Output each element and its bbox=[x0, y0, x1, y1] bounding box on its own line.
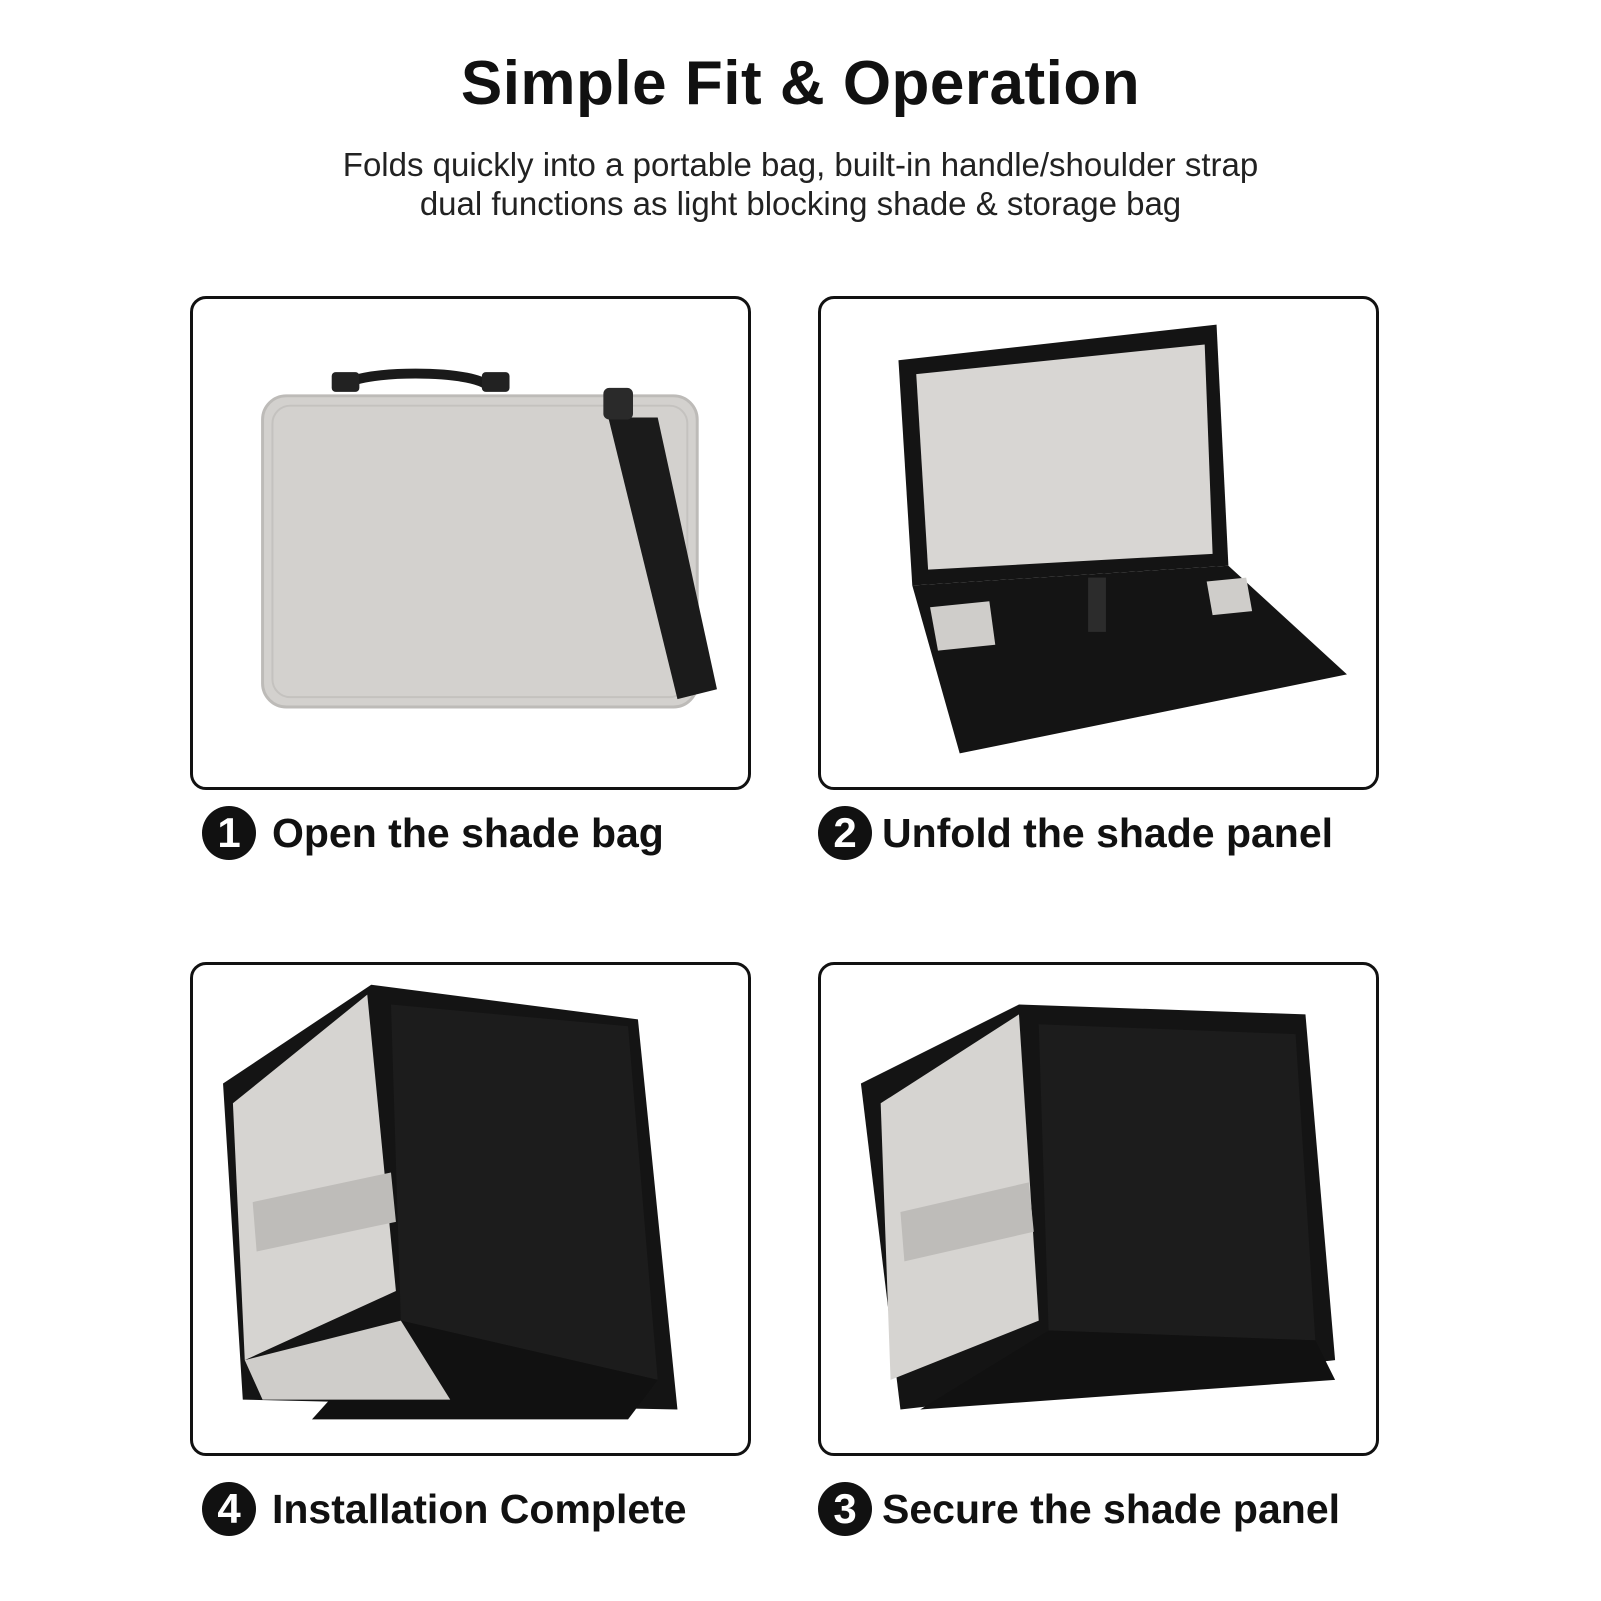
step-1-image-panel bbox=[190, 296, 751, 790]
page-title: Simple Fit & Operation bbox=[460, 49, 1141, 118]
subtitle-line-1: Folds quickly into a portable bag, built… bbox=[342, 146, 1259, 183]
step-2-image-panel bbox=[818, 296, 1379, 790]
step-1-number-badge: 1 bbox=[202, 806, 256, 860]
step-1-label: Open the shade bag bbox=[272, 809, 664, 856]
step-4-caption: 4 Installation Complete bbox=[202, 1482, 687, 1536]
installed-shade-illustration bbox=[223, 984, 678, 1420]
step-2-caption: 2 Unfold the shade panel bbox=[818, 806, 1333, 860]
unfolded-bag-illustration bbox=[898, 324, 1347, 754]
step-3-image-panel bbox=[818, 962, 1379, 1456]
step-2-number-badge: 2 bbox=[818, 806, 872, 860]
secure-shade-illustration bbox=[860, 1004, 1336, 1410]
step-2-label: Unfold the shade panel bbox=[882, 809, 1334, 856]
step-3-caption: 3 Secure the shade panel bbox=[818, 1482, 1340, 1536]
step-1-caption: 1 Open the shade bag bbox=[202, 806, 664, 860]
step-4-image-panel bbox=[190, 962, 751, 1456]
step-3-label: Secure the shade panel bbox=[882, 1485, 1341, 1532]
subtitle-line-2: dual functions as light blocking shade &… bbox=[419, 185, 1182, 222]
step-4-label: Installation Complete bbox=[272, 1485, 687, 1532]
step-3-number-badge: 3 bbox=[818, 1482, 872, 1536]
closed-bag-illustration bbox=[261, 368, 717, 709]
step-4-number-badge: 4 bbox=[202, 1482, 256, 1536]
